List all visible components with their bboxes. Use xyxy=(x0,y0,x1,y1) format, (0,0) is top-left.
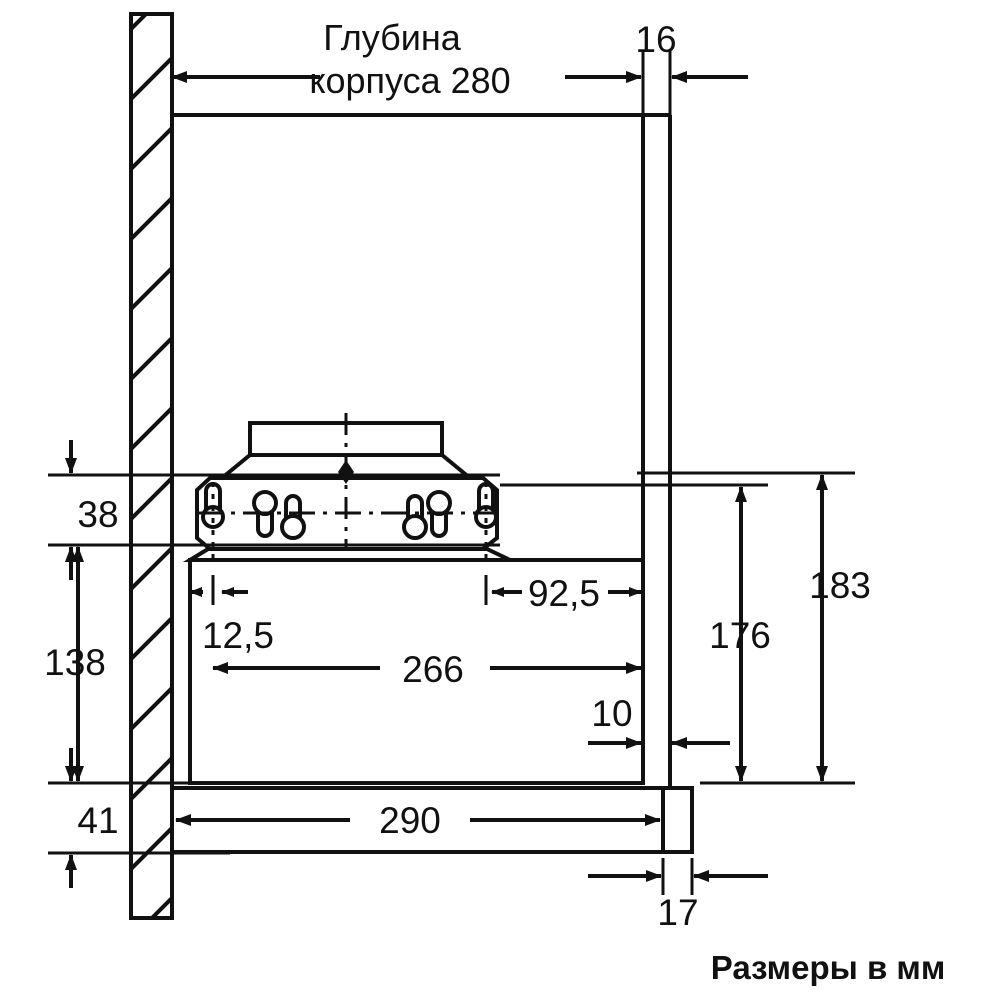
dim-10: 10 xyxy=(588,693,730,749)
dim-92-5-label: 92,5 xyxy=(528,573,600,614)
dim-41: 41 xyxy=(65,748,119,888)
drawer-front-panel xyxy=(661,786,694,854)
keyhole-slot-inner-left-a xyxy=(252,490,278,538)
dim-138-label: 138 xyxy=(44,642,106,683)
dim-16-label: 16 xyxy=(635,19,676,60)
dim-183: 183 xyxy=(809,474,871,782)
dim-92-5: 92,5 xyxy=(484,573,642,614)
dim-266-label: 266 xyxy=(402,649,464,690)
dim-38-label: 38 xyxy=(77,494,118,535)
keyhole-slot-inner-right-a xyxy=(402,494,428,540)
dim-12-5-label: 12,5 xyxy=(202,615,274,656)
center-arrow-marker xyxy=(338,460,354,484)
dim-176-label: 176 xyxy=(709,615,771,656)
extension-lines xyxy=(48,50,855,895)
dim-12-5: 12,5 xyxy=(189,575,274,656)
dim-183-label: 183 xyxy=(809,565,871,606)
keyhole-slot-inner-left-b xyxy=(280,494,306,540)
dim-38: 38 xyxy=(65,440,119,580)
dim-176: 176 xyxy=(709,486,771,782)
dim-138: 138 xyxy=(44,546,106,782)
dim-16: 16 xyxy=(565,19,748,83)
dim-10-label: 10 xyxy=(591,693,632,734)
units-caption: Размеры в мм xyxy=(711,949,945,986)
slot-reference-ticks xyxy=(211,482,488,560)
wall-hatching xyxy=(131,14,172,918)
dim-depth-280: Глубина корпуса 280 xyxy=(171,17,642,101)
dim-266: 266 xyxy=(212,649,642,690)
dim-280-label-line1: Глубина xyxy=(323,17,461,58)
dim-17: 17 xyxy=(588,870,768,933)
dim-290-label: 290 xyxy=(379,800,441,841)
pullout-drawer xyxy=(170,786,694,854)
dim-41-label: 41 xyxy=(77,800,118,841)
dim-280-label-line2: корпуса 280 xyxy=(309,60,510,101)
dim-290: 290 xyxy=(175,800,661,841)
dim-17-label: 17 xyxy=(657,892,698,933)
keyhole-slot-inner-right-b xyxy=(426,490,452,538)
wall-section xyxy=(129,12,174,920)
center-lines xyxy=(197,413,497,548)
